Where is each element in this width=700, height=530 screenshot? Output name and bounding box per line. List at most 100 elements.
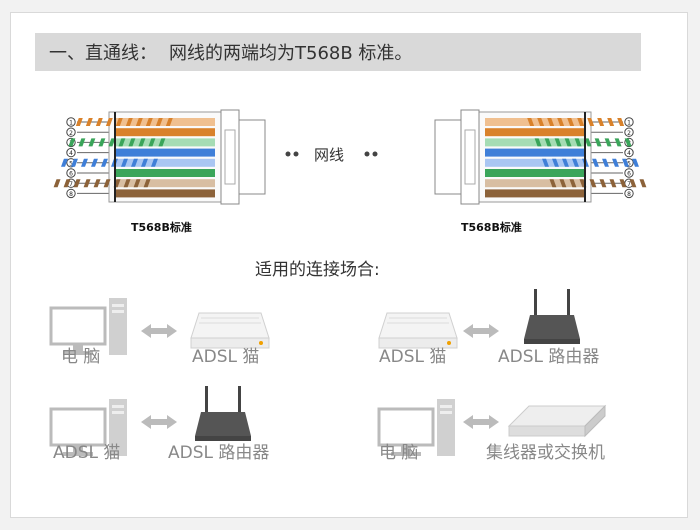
latch-slot (224, 129, 236, 185)
wire-stripe (602, 158, 609, 167)
wire-stripe (108, 138, 116, 147)
wire (115, 118, 215, 126)
wire-stripe (103, 179, 111, 188)
wire-stripe (165, 118, 173, 126)
left-connector: 12345678 (53, 109, 266, 205)
wire-stripe (629, 179, 637, 188)
wire (485, 169, 585, 177)
device-label: ADSL 路由器 (498, 347, 600, 367)
pin-number: 4 (627, 150, 631, 157)
wire (115, 148, 215, 157)
wire-stripe (564, 138, 572, 147)
wire-stripe (557, 118, 565, 126)
pin-number: 1 (69, 120, 73, 127)
wire-stripe (125, 118, 133, 126)
device-label: ADSL 路由器 (168, 443, 270, 463)
wire-stripe (534, 138, 542, 147)
double-arrow-icon (141, 324, 177, 338)
wire-stripe (527, 118, 535, 126)
title-bar: 一、直通线： 网线的两端均为T568B 标准。 (35, 33, 641, 71)
wire-stripe (607, 118, 615, 126)
latch-slot (464, 129, 476, 185)
wire-stripe (549, 179, 557, 188)
pin-number: 1 (627, 120, 631, 127)
device-label: 电 脑 (379, 443, 419, 463)
pin-marker (624, 188, 634, 199)
wire-stripe (542, 158, 549, 167)
wire-stripe (133, 179, 141, 188)
double-arrow-icon (463, 324, 499, 338)
device-label: ADSL 猫 (379, 347, 447, 367)
wire-stripe (587, 118, 595, 126)
pin-number: 2 (627, 130, 631, 137)
page: 一、直通线： 网线的两端均为T568B 标准。 12345678 1234567… (10, 12, 688, 518)
pin-number: 5 (69, 160, 73, 167)
wire-stripe (592, 158, 599, 167)
wire-stripe (597, 118, 605, 126)
wire-stripe (544, 138, 552, 147)
wire-stripe (609, 179, 617, 188)
wire-stripe (148, 138, 156, 147)
wire-stripe (574, 138, 582, 147)
latch (220, 109, 240, 205)
wire-stripe (93, 179, 101, 188)
pin-number: 4 (69, 150, 73, 157)
wire-stripe (604, 138, 612, 147)
wire-stripe (584, 138, 592, 147)
wire-stripe (143, 179, 151, 188)
pin-number: 6 (627, 171, 631, 178)
wire-stripe (614, 138, 622, 147)
wire-stripe (569, 179, 577, 188)
pin-marker (66, 168, 76, 178)
double-arrow-icon (141, 415, 177, 429)
wire-stripe (73, 179, 81, 188)
pin-marker (624, 147, 634, 158)
wire-stripe (105, 118, 113, 126)
device-label: ADSL 猫 (53, 443, 121, 463)
wire-stripe (131, 158, 138, 167)
wire-stripe (589, 179, 597, 188)
wire-stripe (537, 118, 545, 126)
wire-stripe (98, 138, 106, 147)
clip (434, 119, 462, 195)
wire-stripe (78, 138, 86, 147)
wire-stripe (91, 158, 98, 167)
wire-stripe (53, 179, 61, 188)
wire-stripe (61, 158, 68, 167)
router-icon (195, 386, 251, 441)
wire-stripe (155, 118, 163, 126)
wire (115, 169, 215, 177)
wire-stripe (572, 158, 579, 167)
pin-marker (624, 127, 634, 137)
pin-number: 2 (69, 130, 73, 137)
scenario-title: 适用的连接场合: (255, 260, 380, 280)
wiring-diagram: 12345678 12345678 (53, 109, 647, 205)
left-standard-caption: T568B标准 (131, 221, 192, 234)
wire-stripe (141, 158, 148, 167)
router-icon (524, 289, 580, 344)
wire (485, 128, 585, 137)
wire (485, 189, 585, 198)
pin-marker (66, 127, 76, 137)
wire-stripe (101, 158, 108, 167)
double-arrow-icon (463, 415, 499, 429)
wire-stripe (552, 158, 559, 167)
wire-stripe (71, 158, 78, 167)
wire-stripe (75, 118, 83, 126)
wire-stripe (118, 138, 126, 147)
wire-stripe (158, 138, 166, 147)
title-description: 网线的两端均为T568B 标准。 (169, 43, 413, 64)
wire (485, 118, 585, 126)
wire-stripe (612, 158, 619, 167)
pin-number: 7 (69, 181, 73, 188)
wire-stripe (85, 118, 93, 126)
wire (115, 189, 215, 198)
wire-stripe (145, 118, 153, 126)
wire-stripe (63, 179, 71, 188)
right-standard-caption: T568B标准 (461, 221, 522, 234)
wire-stripe (123, 179, 131, 188)
wire-stripe (135, 118, 143, 126)
wire-stripe (83, 179, 91, 188)
latch (460, 109, 480, 205)
pin-number: 7 (627, 181, 631, 188)
